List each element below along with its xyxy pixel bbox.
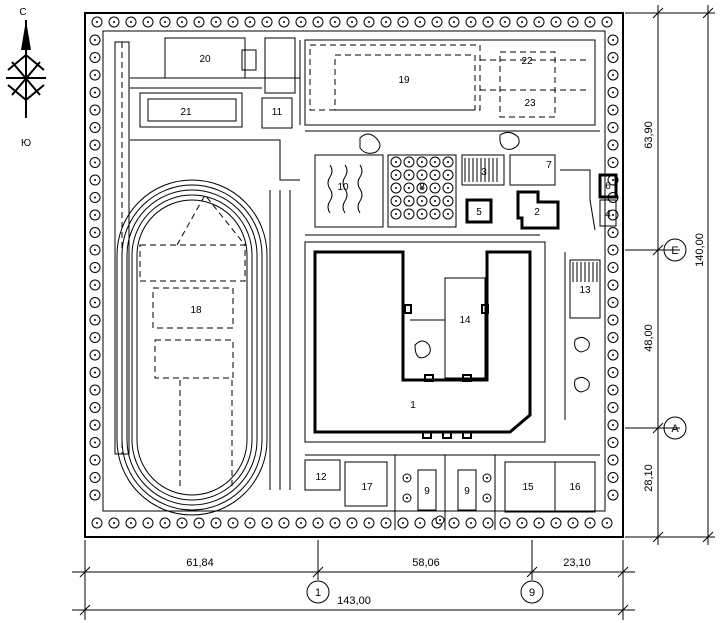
zone-label-9a: 9 bbox=[424, 486, 430, 497]
site-boundary bbox=[84, 12, 624, 538]
zone-10-area bbox=[314, 154, 384, 228]
axis-label-1: 1 bbox=[315, 587, 321, 599]
axis-marker-9 bbox=[520, 580, 544, 604]
axis-label-e: Е bbox=[671, 245, 678, 257]
zone-21-block bbox=[139, 92, 243, 128]
bottom-dimensions: 61,84 58,06 23,10 143,00 1 9 bbox=[72, 540, 635, 620]
dim-bottom-mid: 58,06 bbox=[412, 557, 440, 569]
axis-marker-a bbox=[663, 416, 687, 440]
zone-4-area bbox=[599, 199, 617, 227]
zone-label-23: 23 bbox=[524, 98, 536, 109]
site-inner-path bbox=[102, 30, 606, 512]
zone-8-area bbox=[387, 154, 457, 228]
courtyard-14 bbox=[444, 277, 486, 379]
zone-19-garden bbox=[304, 39, 596, 126]
dim-right-bottom: 28,10 bbox=[643, 464, 655, 492]
right-dimensions: 63,90 48,00 28,10 140,00 Е А bbox=[625, 5, 715, 545]
zone-label-21: 21 bbox=[180, 107, 192, 118]
axis-label-a: А bbox=[671, 423, 679, 435]
zone-11-block bbox=[261, 97, 293, 129]
zone-7-hatch bbox=[464, 158, 498, 182]
zone-label-7: 7 bbox=[546, 160, 552, 171]
zone-label-14: 14 bbox=[459, 315, 471, 326]
zone-label-10: 10 bbox=[337, 182, 349, 193]
dim-right-top: 63,90 bbox=[643, 121, 655, 149]
zone-9b-block bbox=[457, 469, 477, 511]
axis-label-9: 9 bbox=[529, 587, 535, 599]
axis-marker-e bbox=[663, 238, 687, 262]
zone-label-3: 3 bbox=[481, 167, 487, 178]
zone-label-1: 1 bbox=[410, 400, 416, 411]
zone-label-5: 5 bbox=[476, 207, 482, 218]
zone-label-13: 13 bbox=[579, 285, 591, 296]
zone-label-15: 15 bbox=[522, 482, 534, 493]
dim-right-mid: 48,00 bbox=[643, 324, 655, 352]
building-6 bbox=[598, 173, 618, 199]
building-5 bbox=[465, 198, 493, 224]
compass-south-label: Ю bbox=[21, 138, 31, 149]
zone-13-area bbox=[569, 259, 601, 319]
zone-10-waves bbox=[327, 164, 363, 214]
dim-bottom-right: 23,10 bbox=[563, 557, 591, 569]
running-track bbox=[116, 179, 268, 516]
zone-3-area bbox=[509, 154, 556, 186]
north-arrow-icon: С Ю bbox=[6, 7, 46, 149]
zone-label-4: 4 bbox=[605, 209, 611, 220]
zone-label-8: 8 bbox=[419, 182, 425, 193]
dim-bottom-total: 143,00 bbox=[337, 595, 371, 607]
zone-label-16: 16 bbox=[569, 482, 581, 493]
perimeter-trees bbox=[89, 16, 619, 529]
zone-label-17: 17 bbox=[361, 482, 373, 493]
zone-label-9b: 9 bbox=[464, 486, 470, 497]
main-building-1 bbox=[313, 250, 532, 434]
zone-9a-block bbox=[417, 469, 437, 511]
zone-label-12: 12 bbox=[315, 472, 327, 483]
zone-label-19: 19 bbox=[398, 75, 410, 86]
building-plot-outline bbox=[304, 241, 546, 443]
zone-17-block bbox=[344, 461, 388, 507]
zone-7-area bbox=[461, 154, 505, 186]
dim-bottom-left: 61,84 bbox=[186, 557, 214, 569]
zone-label-6: 6 bbox=[605, 181, 611, 192]
zone-8-planting bbox=[390, 156, 454, 220]
building-2 bbox=[516, 190, 560, 230]
zone-label-18: 18 bbox=[190, 305, 202, 316]
compass-north-label: С bbox=[19, 7, 26, 18]
dim-right-total: 140,00 bbox=[694, 233, 706, 267]
zone-label-11: 11 bbox=[272, 107, 283, 118]
field-zone-18 bbox=[152, 287, 234, 329]
zone-label-22: 22 bbox=[521, 56, 533, 67]
axis-marker-1 bbox=[306, 580, 330, 604]
zone-label-2: 2 bbox=[534, 207, 540, 218]
zone-16-block bbox=[554, 461, 596, 513]
zone-12-block bbox=[304, 459, 341, 491]
zone-label-20: 20 bbox=[199, 54, 211, 65]
